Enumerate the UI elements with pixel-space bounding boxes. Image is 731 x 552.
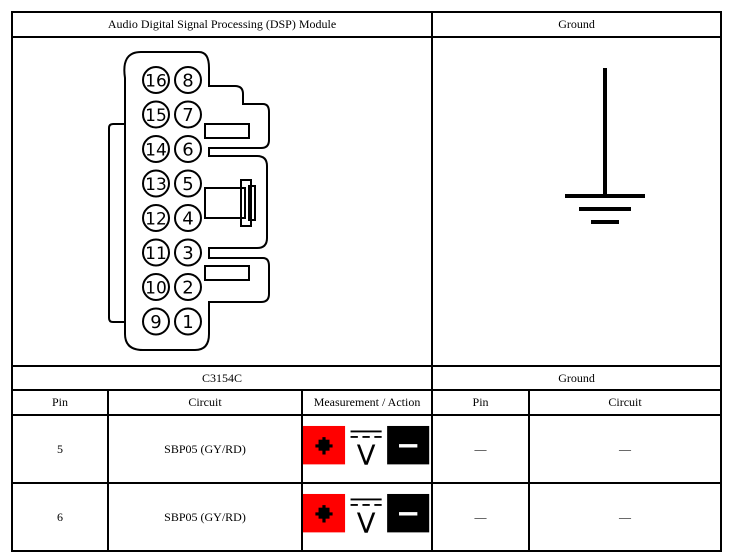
voltmeter-icon: + V −: [303, 493, 430, 538]
pin-number: 6: [182, 140, 193, 161]
positive-symbol: +: [313, 498, 336, 529]
col-measurement-header: Measurement / Action: [300, 389, 434, 416]
connector-face-icon: 16 15 14 13 12 11 10 9 8 7 6 5 4 3 2 1: [108, 51, 270, 351]
connector-id: C3154C: [10, 365, 434, 391]
positive-symbol: +: [313, 430, 336, 461]
row-circuit: SBP05 (GY/RD): [107, 482, 303, 552]
col-pin-header: Pin: [11, 389, 109, 416]
negative-probe-icon: [387, 425, 430, 465]
pin-number: 7: [182, 105, 193, 126]
ground-caption: Ground: [431, 365, 723, 391]
row-pin2: —: [431, 414, 531, 484]
ground-title: Ground: [431, 11, 723, 38]
pin-circle: [142, 66, 170, 94]
pin-number: 16: [145, 72, 167, 92]
pin-number: 11: [145, 244, 167, 264]
row-circuit2: —: [528, 414, 723, 484]
pin-circle: [174, 135, 202, 163]
pin-circle: [142, 169, 170, 198]
pin-circle: [174, 169, 202, 198]
pin-number: 2: [182, 278, 193, 299]
pin-number: 3: [182, 243, 193, 264]
pin-number: 5: [182, 174, 193, 195]
table-row: 5 SBP05 (GY/RD) + V − — —: [11, 414, 723, 484]
pin-circle: [174, 307, 202, 336]
row-circuit2: —: [528, 482, 723, 552]
pin-number: 13: [145, 175, 167, 195]
module-title: Audio Digital Signal Processing (DSP) Mo…: [10, 11, 434, 38]
pin-number: 14: [145, 141, 167, 161]
ground-symbol-icon: [565, 68, 646, 224]
ground-symbol-cell: [431, 36, 723, 367]
pin-circle: [142, 135, 170, 163]
connector-diagram-cell: 16 15 14 13 12 11 10 9 8 7 6 5 4 3 2 1: [10, 36, 434, 367]
pin-circle: [174, 100, 202, 129]
col-circuit2-header: Circuit: [528, 389, 723, 416]
pin-number: 15: [145, 106, 167, 126]
pinout-table: Audio Digital Signal Processing (DSP) Mo…: [10, 11, 723, 552]
col-circuit-header: Circuit: [107, 389, 303, 416]
row-measurement: + V −: [300, 482, 434, 552]
pin-number: 12: [145, 210, 167, 230]
pin-circle: [174, 204, 202, 232]
pin-circle: [142, 307, 170, 336]
voltmeter-icon: + V −: [303, 425, 430, 470]
row-measurement: + V −: [300, 414, 434, 484]
pin-circle: [174, 66, 202, 94]
row-circuit: SBP05 (GY/RD): [107, 414, 303, 484]
pin-circle: [142, 204, 170, 232]
col-pin2-header: Pin: [431, 389, 531, 416]
table-row: 6 SBP05 (GY/RD) + V − — —: [11, 482, 723, 552]
pins-left-column: 16 15 14 13 12 11 10 9: [142, 66, 170, 336]
volt-unit: V: [357, 508, 376, 538]
pin-number: 9: [150, 312, 161, 333]
row-pin: 5: [11, 414, 109, 484]
pin-circle: [142, 273, 170, 301]
pin-circle: [174, 238, 202, 267]
pin-number: 1: [182, 312, 193, 333]
pin-number: 8: [182, 71, 193, 92]
pin-number: 10: [145, 279, 167, 299]
negative-symbol: −: [396, 428, 421, 462]
row-pin2: —: [431, 482, 531, 552]
pin-circle: [142, 238, 170, 267]
negative-symbol: −: [396, 496, 421, 530]
negative-probe-icon: [387, 493, 430, 533]
volt-unit: V: [357, 440, 376, 470]
pins-right-column: 8 7 6 5 4 3 2 1: [174, 66, 202, 336]
pin-circle: [174, 273, 202, 301]
pin-circle: [142, 100, 170, 129]
pin-number: 4: [182, 209, 193, 230]
row-pin: 6: [11, 482, 109, 552]
